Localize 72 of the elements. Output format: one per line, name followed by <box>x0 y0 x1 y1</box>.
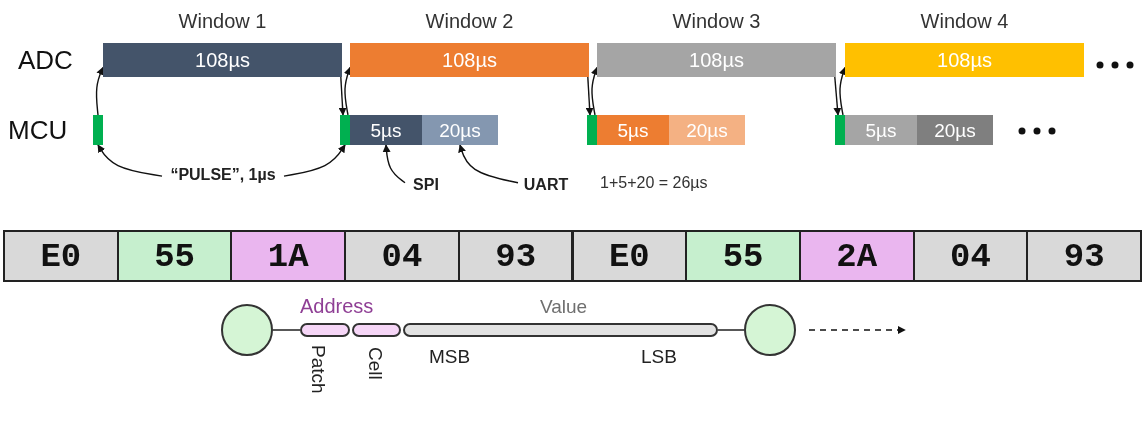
hex-value: 93 <box>494 240 538 274</box>
hex-value: E0 <box>607 240 651 274</box>
duration-label: 20µs <box>685 121 729 140</box>
annotation-text: SPI <box>405 174 447 196</box>
duration-label: 108µs <box>936 50 993 70</box>
duration-label: 108µs <box>688 50 745 70</box>
field-label: Address <box>300 296 374 316</box>
annotation-text: UART <box>518 174 574 196</box>
pulse-bar <box>587 115 597 145</box>
uart-segment <box>917 115 993 145</box>
byte-cell <box>344 230 460 282</box>
row-label: ADC <box>18 47 73 73</box>
hex-value: 55 <box>721 240 765 274</box>
hex-value: 2A <box>835 240 879 274</box>
uart-segment <box>422 115 498 145</box>
hex-value: 93 <box>1062 240 1106 274</box>
pulse-bar <box>340 115 350 145</box>
arrow <box>343 66 352 116</box>
arrow <box>833 76 842 116</box>
duration-label: 5µs <box>616 121 650 140</box>
connector-line <box>272 329 301 331</box>
duration-label: 5µs <box>369 121 403 140</box>
node-circle <box>221 304 273 356</box>
arrow <box>838 66 847 116</box>
byte-cell <box>3 230 119 282</box>
pulse-bar <box>835 115 845 145</box>
formula-text: 1+5+20 = 26µs <box>600 175 708 191</box>
arrow <box>590 66 599 116</box>
byte-cell <box>230 230 347 282</box>
field-label: Value <box>540 297 588 316</box>
byte-cell <box>1026 230 1142 282</box>
byte-cell <box>457 230 574 282</box>
arrow <box>95 66 104 116</box>
byte-cell <box>798 230 915 282</box>
spi-segment <box>845 115 917 145</box>
arrow <box>585 76 594 116</box>
vertical-label: Patch <box>309 345 328 394</box>
byte-cell <box>912 230 1029 282</box>
uart-segment <box>669 115 745 145</box>
field-label: LSB <box>641 347 677 366</box>
duration-label: 108µs <box>194 50 251 70</box>
connector-line <box>717 329 745 331</box>
byte-cell <box>685 230 801 282</box>
byte-cell <box>571 230 688 282</box>
arrow <box>458 144 519 184</box>
hex-value: E0 <box>39 240 83 274</box>
field-label: MSB <box>429 347 471 366</box>
arrow <box>97 144 163 177</box>
hex-value: 1A <box>266 240 310 274</box>
duration-label: 20µs <box>933 121 977 140</box>
arrow <box>808 326 906 334</box>
hex-value: 55 <box>153 240 196 274</box>
window-heading: Window 1 <box>177 11 268 31</box>
hex-value: 04 <box>949 240 992 274</box>
arrow <box>338 76 347 116</box>
window-heading: Window 2 <box>424 11 515 31</box>
arrow <box>283 144 346 177</box>
row-label: MCU <box>8 117 68 143</box>
node-circle <box>744 304 796 356</box>
byte-cell <box>116 230 233 282</box>
window-heading: Window 3 <box>671 11 762 31</box>
duration-label: 5µs <box>864 121 898 140</box>
hex-value: 04 <box>380 240 424 274</box>
annotation-text: “PULSE”, 1µs <box>162 164 284 186</box>
arrow <box>382 144 406 184</box>
spi-segment <box>597 115 669 145</box>
duration-label: 20µs <box>438 121 482 140</box>
duration-label: 108µs <box>441 50 498 70</box>
vertical-label: Cell <box>366 347 385 380</box>
pulse-bar <box>93 115 103 145</box>
window-heading: Window 4 <box>919 11 1010 31</box>
spi-segment <box>350 115 422 145</box>
